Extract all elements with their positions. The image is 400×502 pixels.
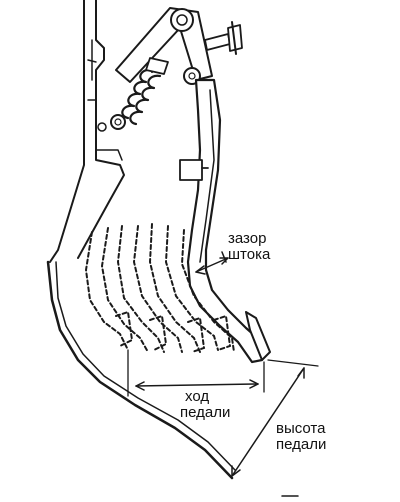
pedal-pad — [245, 311, 271, 361]
pedal-height-dimension — [231, 359, 319, 477]
rod-gap-dimension — [195, 251, 229, 275]
return-spring — [110, 57, 169, 130]
pedal-travel-label-1: ход — [185, 388, 210, 405]
pedal-bracket — [49, 0, 125, 263]
pedal-travel-dimension — [127, 349, 265, 397]
pedal-travel-ghosts — [84, 223, 235, 353]
floor-panel — [46, 260, 236, 480]
pedal-height-label-1: высота — [276, 420, 326, 437]
pedal-travel-label-2: педали — [180, 404, 231, 421]
pedal-arm — [179, 78, 264, 364]
pedal-height-label-2: педали — [276, 436, 327, 453]
pivot-pin — [170, 8, 194, 32]
rod-gap-label-1: зазор — [228, 230, 267, 247]
rod-gap-label-2: штока — [228, 246, 271, 263]
adjustment-bolt — [204, 21, 243, 55]
